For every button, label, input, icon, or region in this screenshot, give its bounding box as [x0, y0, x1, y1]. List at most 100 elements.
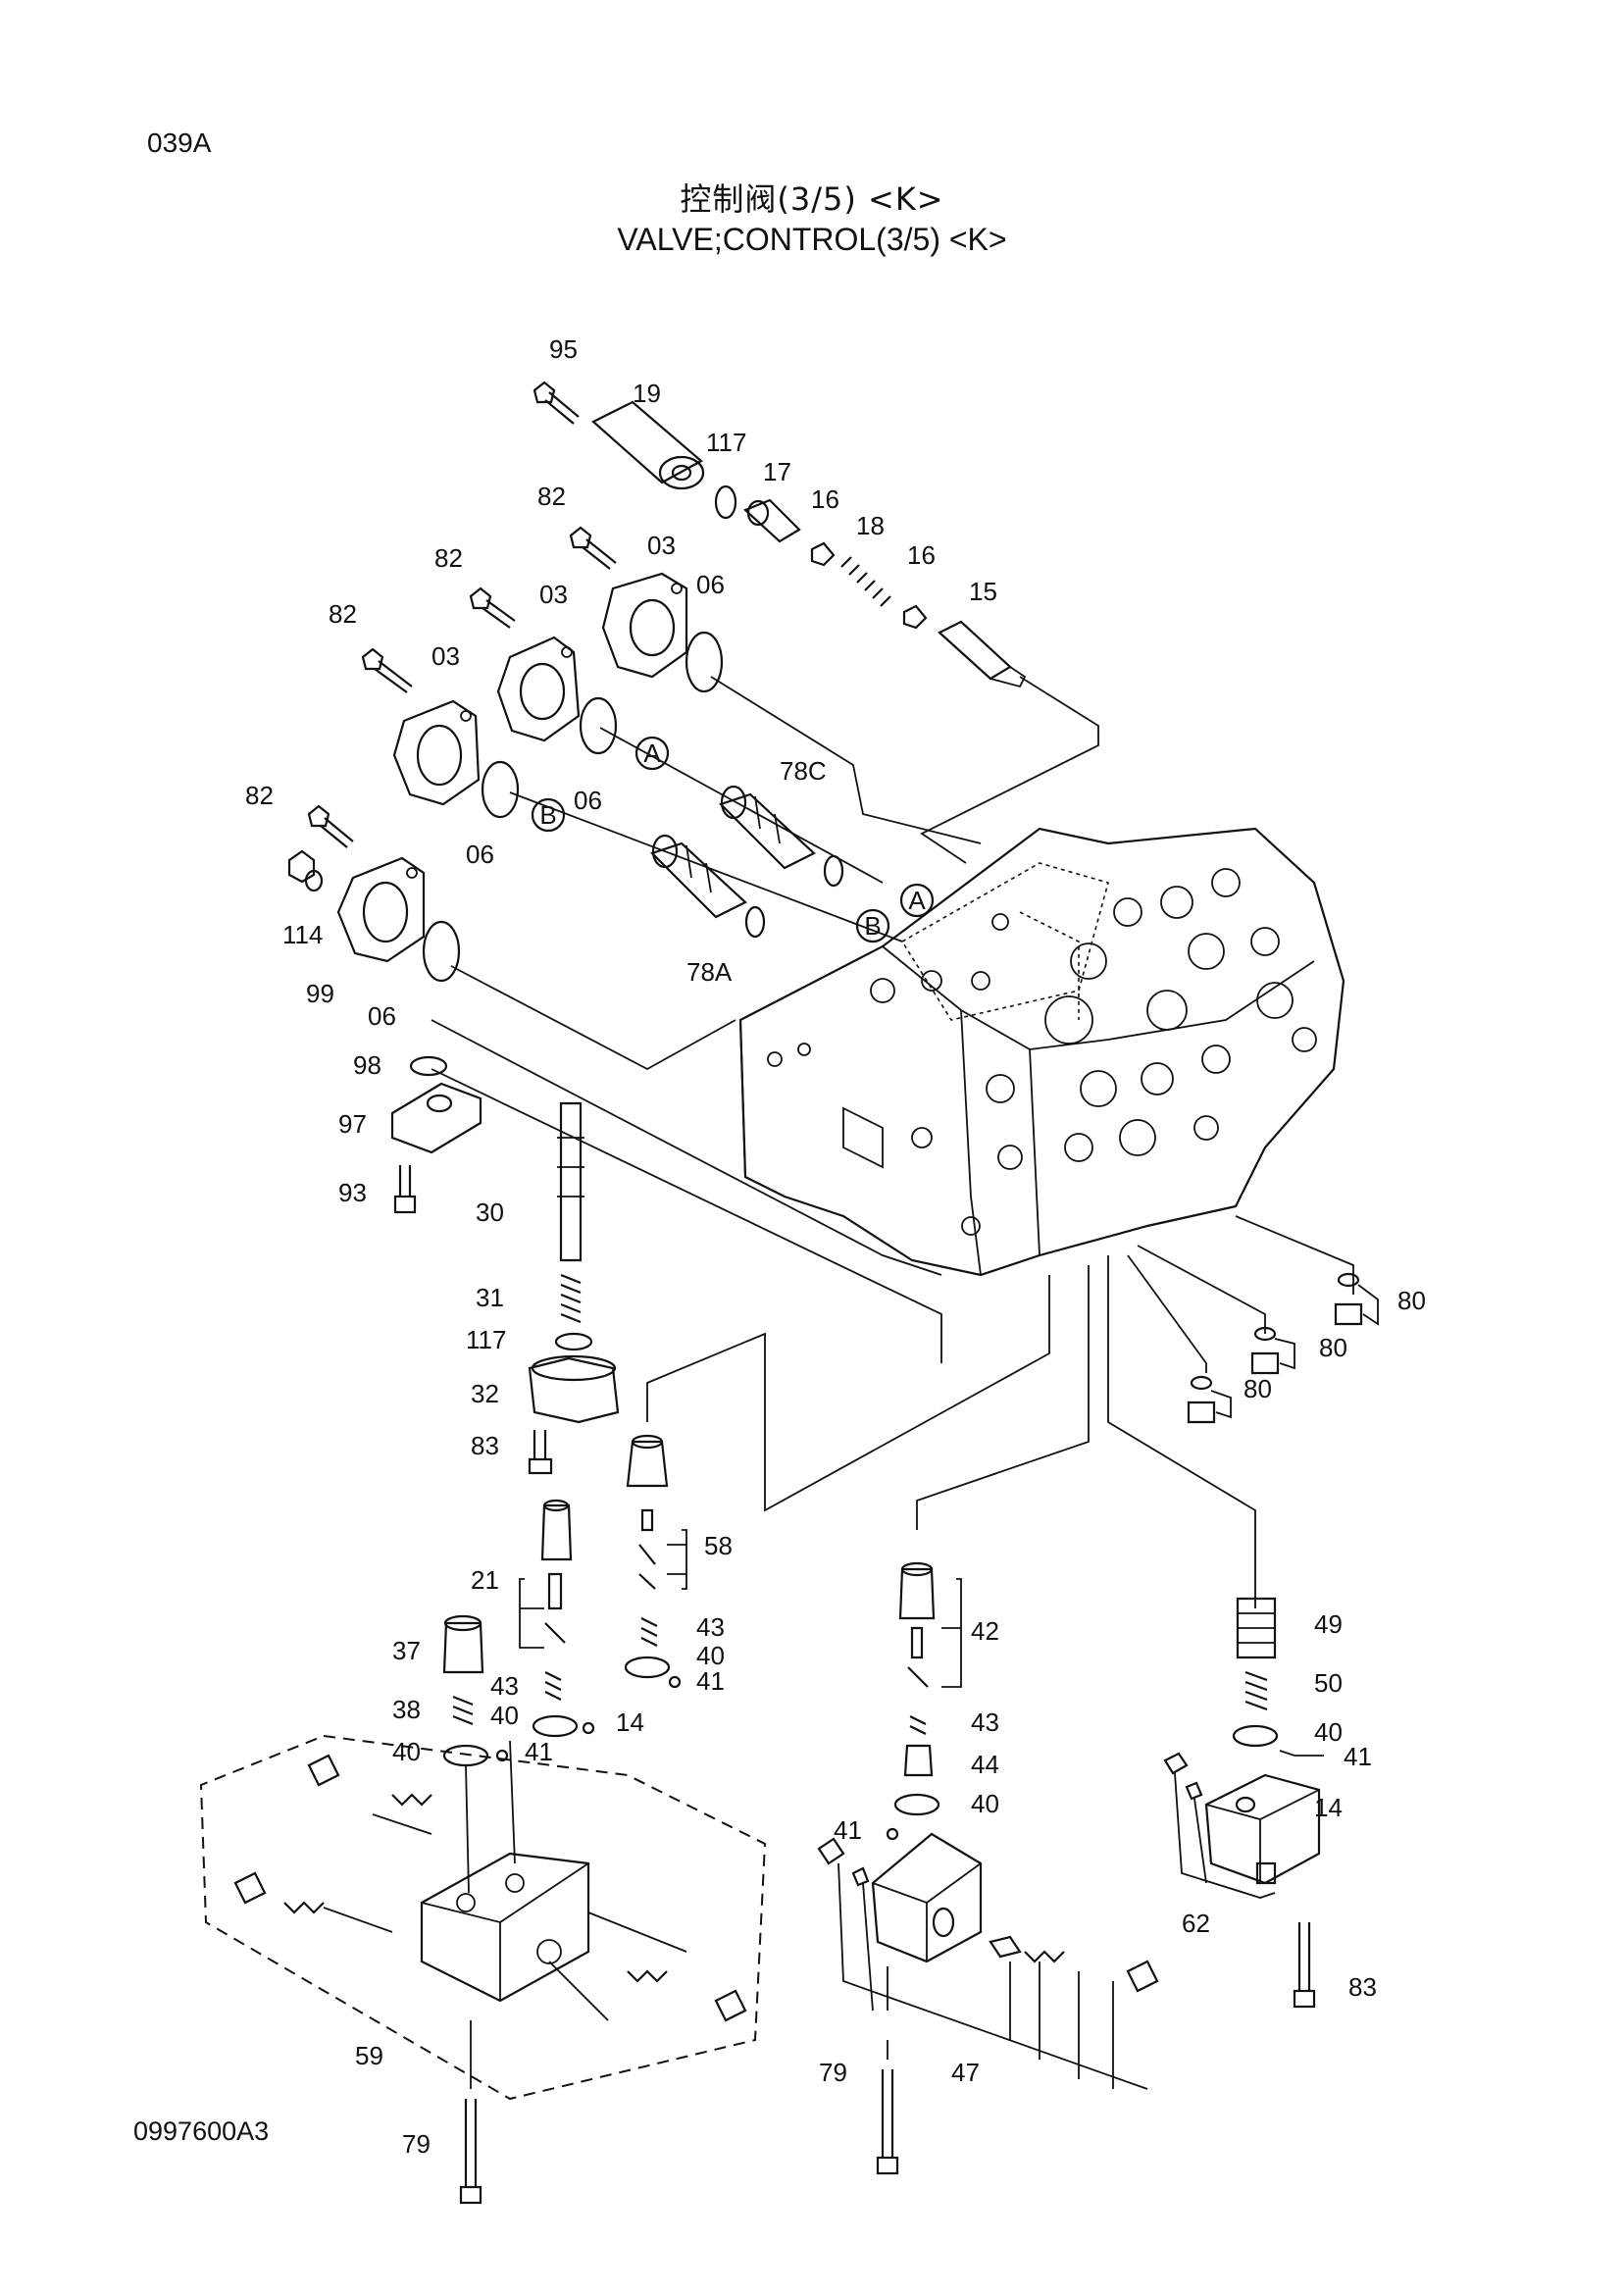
callout-16-a: 16: [811, 484, 839, 514]
bolt-82-b: [469, 586, 516, 629]
callout-40-e: 40: [1314, 1717, 1343, 1747]
callout-43-c: 43: [971, 1707, 999, 1737]
spring-43-b: [544, 1671, 562, 1701]
marker-a-2: A: [899, 883, 935, 918]
page-id: 039A: [147, 127, 212, 158]
callout-06-c: 06: [466, 840, 494, 869]
drawing-number: 0997600A3: [133, 2116, 270, 2146]
callout-82-b: 82: [434, 543, 463, 573]
callout-82-a: 82: [537, 482, 566, 511]
callout-80-a: 80: [1397, 1286, 1426, 1315]
plug-80-b: [1250, 1326, 1280, 1375]
relief-valve-78a: [649, 834, 766, 939]
callout-14-a: 14: [616, 1707, 644, 1737]
callout-114: 114: [282, 920, 323, 949]
o-ring-98: [409, 1055, 448, 1077]
o-ring-117-top: [714, 484, 737, 520]
valve-block-47: [817, 1832, 1159, 1993]
svg-text:A: A: [643, 739, 661, 768]
callout-93: 93: [338, 1178, 367, 1207]
flange-99: [336, 856, 426, 963]
callout-41-c: 41: [834, 1815, 862, 1845]
spring-49: [1236, 1597, 1277, 1659]
o-ring-06-b: [579, 696, 618, 755]
callout-41-b: 41: [525, 1737, 553, 1766]
plug-80-a: [1334, 1272, 1363, 1326]
plug-114: [287, 849, 324, 892]
callout-97: 97: [338, 1109, 367, 1139]
callout-37: 37: [392, 1636, 421, 1665]
spool-30: [557, 1101, 584, 1262]
o-ring-40-d: [886, 1793, 940, 1841]
callout-19: 19: [633, 379, 661, 408]
callout-03-a: 03: [647, 531, 676, 560]
valve-body: [738, 827, 1345, 1277]
o-ring-06-c: [481, 760, 520, 819]
callout-99: 99: [306, 979, 334, 1008]
svg-text:B: B: [864, 911, 881, 941]
nut-16-b: [902, 604, 928, 630]
cover-97: [390, 1082, 482, 1154]
callout-50: 50: [1314, 1668, 1343, 1698]
valve-block-62: [1163, 1752, 1321, 1885]
plug-42: [898, 1561, 936, 1688]
callout-62: 62: [1182, 1909, 1210, 1938]
callout-117-left: 117: [466, 1325, 506, 1354]
bolt-79-center: [876, 2069, 899, 2175]
spring-43-a: [640, 1617, 658, 1647]
spool-21: [540, 1499, 573, 1644]
cover-03-c: [392, 699, 481, 806]
svg-text:A: A: [908, 886, 926, 915]
spring-18: [840, 556, 891, 607]
bolt-83-right: [1293, 1922, 1316, 2009]
callout-43-b: 43: [490, 1671, 519, 1701]
o-ring-40-a: [624, 1656, 682, 1689]
spring-31: [560, 1273, 582, 1324]
spring-50: [1244, 1670, 1268, 1711]
bolt-93: [393, 1165, 417, 1214]
svg-text:B: B: [539, 800, 556, 830]
callout-06-d: 06: [368, 1001, 396, 1031]
o-ring-40-b: [532, 1714, 595, 1738]
spring-43-c: [909, 1715, 927, 1735]
spring-38: [452, 1695, 474, 1726]
marker-a-1: A: [634, 736, 670, 771]
callout-41-d: 41: [1344, 1742, 1372, 1771]
o-ring-06-a: [685, 631, 724, 693]
nut-16-a: [810, 541, 836, 567]
callout-95: 95: [549, 334, 578, 364]
spool-17: [742, 498, 801, 543]
callout-47: 47: [951, 2058, 980, 2087]
callout-21: 21: [471, 1565, 499, 1595]
callout-98: 98: [353, 1050, 381, 1080]
bolt-79-left: [459, 2099, 482, 2205]
callout-43-a: 43: [696, 1612, 725, 1642]
callout-49: 49: [1314, 1609, 1343, 1639]
callout-58: 58: [704, 1531, 733, 1560]
callout-80-c: 80: [1243, 1374, 1272, 1403]
callout-40-b: 40: [490, 1701, 519, 1730]
callout-79-left: 79: [402, 2129, 431, 2159]
bolt-82-c: [361, 647, 413, 693]
callout-30: 30: [476, 1197, 504, 1227]
callout-16-b: 16: [907, 540, 936, 570]
callout-38: 38: [392, 1695, 421, 1724]
callout-40-c: 40: [392, 1737, 421, 1766]
callout-83-right: 83: [1348, 1972, 1377, 2002]
callout-14-b: 14: [1314, 1793, 1343, 1822]
callout-03-b: 03: [539, 580, 568, 609]
callout-82-d: 82: [245, 781, 274, 810]
callout-15: 15: [969, 577, 997, 606]
cover-03-b: [496, 636, 581, 742]
callout-78a: 78A: [686, 957, 733, 987]
bolt-83-left: [528, 1430, 553, 1475]
title-english: VALVE;CONTROL(3/5) <K>: [617, 222, 1007, 257]
callout-labels: 95 19 117 17 16 18 16 15 82 03 06 82 03 …: [245, 334, 1426, 2159]
bolt-82-a: [569, 526, 617, 570]
callout-78c: 78C: [780, 756, 827, 786]
callout-117-top: 117: [706, 428, 746, 457]
fitting-44: [903, 1744, 934, 1777]
callout-17: 17: [763, 457, 791, 486]
marker-b-1: B: [531, 797, 566, 833]
o-ring-40-c: [442, 1744, 509, 1767]
